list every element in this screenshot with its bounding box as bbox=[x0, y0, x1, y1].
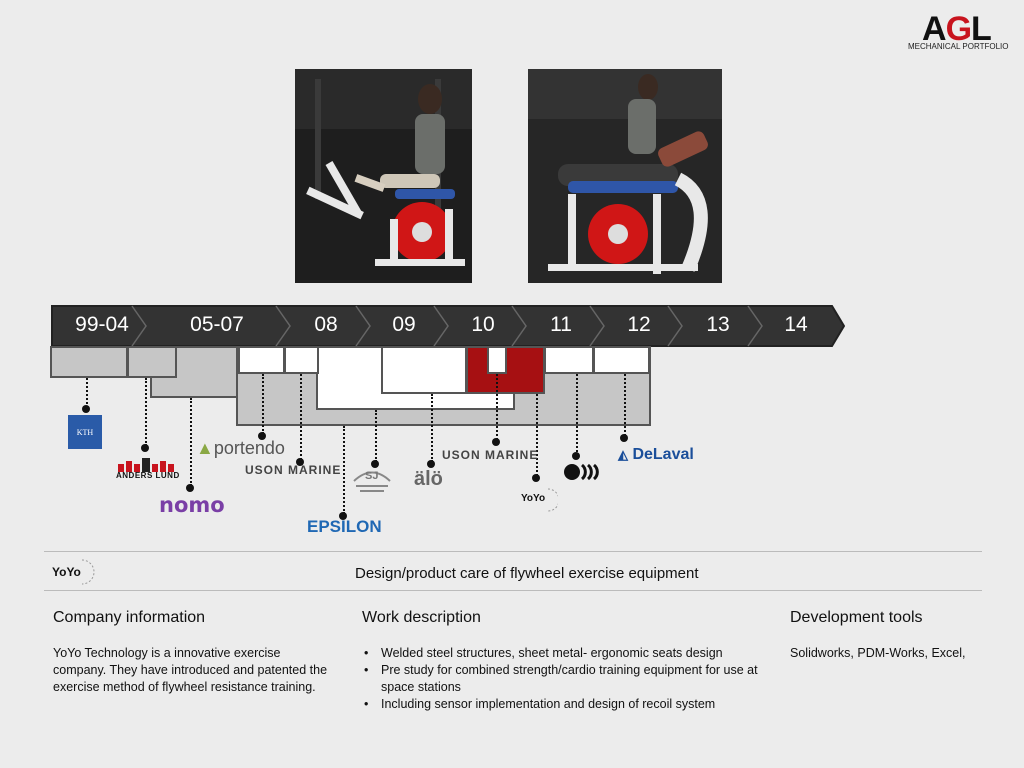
delaval-logo: ◭ DeLaval bbox=[618, 446, 694, 464]
period-box-alo bbox=[381, 346, 467, 394]
year-label-13: 13 bbox=[706, 313, 730, 336]
epsilon-logo: EPSILON bbox=[307, 517, 382, 536]
company-info-text: YoYo Technology is a innovative exercise… bbox=[53, 646, 328, 694]
timeline-bar: 99-04 05-07 08 09 10 11 12 13 14 bbox=[50, 305, 845, 347]
delaval-logo-text: DeLaval bbox=[632, 446, 694, 463]
year-label-05-07: 05-07 bbox=[190, 313, 244, 336]
connector-dot-yoyo bbox=[532, 474, 540, 482]
year-label-09: 09 bbox=[392, 313, 416, 336]
connector-wave bbox=[576, 374, 578, 456]
connector-nomo bbox=[190, 398, 192, 486]
work-description-heading: Work description bbox=[362, 609, 481, 626]
period-box-anders-lund bbox=[127, 346, 177, 378]
portendo-triangle-icon: ▲ bbox=[196, 438, 214, 458]
anders-lund-logo: ANDERS LUND bbox=[116, 458, 179, 484]
agl-logo-mark: AGL bbox=[922, 10, 992, 48]
connector-dot-uson-marine-2 bbox=[492, 438, 500, 446]
year-label-12: 12 bbox=[627, 313, 651, 336]
year-label-08: 08 bbox=[314, 313, 338, 336]
development-tools-text: Solidworks, PDM-Works, Excel, bbox=[790, 646, 966, 660]
connector-uson-marine-2 bbox=[496, 374, 498, 440]
work-description-item: Including sensor implementation and desi… bbox=[362, 696, 782, 713]
connector-anders-lund bbox=[145, 378, 147, 446]
year-label-14: 14 bbox=[784, 313, 808, 336]
divider-top bbox=[44, 551, 982, 552]
uson-marine-logo-1: USON MARINE bbox=[245, 463, 342, 477]
work-description-item: Pre study for combined strength/cardio t… bbox=[362, 662, 782, 696]
connector-dot-epsilon bbox=[339, 512, 347, 520]
photo-leg-extension-machine bbox=[295, 69, 472, 283]
portendo-logo-text: portendo bbox=[213, 438, 285, 458]
connector-dot-anders-lund bbox=[141, 444, 149, 452]
portendo-logo: ▲portendo bbox=[196, 438, 285, 459]
yoyo-logo: YoYo bbox=[50, 557, 96, 587]
period-box-uson-marine-1 bbox=[284, 346, 319, 374]
connector-portendo bbox=[262, 374, 264, 434]
period-box-portendo bbox=[238, 346, 285, 374]
connector-sj bbox=[375, 410, 377, 462]
year-label-99-04: 99-04 bbox=[75, 313, 129, 336]
period-box-uson-marine-2 bbox=[487, 346, 507, 374]
connector-dot-nomo bbox=[186, 484, 194, 492]
yoyo-logo-text: YoYo bbox=[52, 565, 81, 579]
connector-epsilon bbox=[343, 426, 345, 514]
connector-dot-portendo bbox=[258, 432, 266, 440]
yoyo-logo-small: YoYo bbox=[520, 487, 558, 513]
development-tools-heading: Development tools bbox=[790, 609, 923, 626]
connector-delaval bbox=[624, 374, 626, 436]
connector-dot-uson-marine-1 bbox=[296, 458, 304, 466]
agl-logo: AGL MECHANICAL PORTFOLIO bbox=[908, 10, 1020, 56]
work-description-item: Welded steel structures, sheet metal- er… bbox=[362, 645, 782, 662]
project-title: Design/product care of flywheel exercise… bbox=[355, 565, 699, 582]
connector-dot-alo bbox=[427, 460, 435, 468]
connector-uson-marine-1 bbox=[300, 374, 302, 460]
connector-dot-delaval bbox=[620, 434, 628, 442]
year-label-10: 10 bbox=[471, 313, 495, 336]
connector-kth bbox=[86, 378, 88, 408]
connector-dot-kth bbox=[82, 405, 90, 413]
period-box-11 bbox=[544, 346, 594, 374]
sj-logo: SJ bbox=[352, 466, 392, 496]
kth-logo-text: KTH bbox=[76, 427, 94, 437]
nomo-logo: nomo bbox=[159, 493, 225, 517]
delaval-icon: ◭ bbox=[618, 447, 628, 462]
anders-lund-logo-text: ANDERS LUND bbox=[116, 471, 180, 480]
period-box-delaval bbox=[593, 346, 650, 374]
yoyo-logo-small-text: YoYo bbox=[521, 493, 546, 504]
connector-yoyo bbox=[536, 394, 538, 476]
kth-logo: KTH bbox=[68, 415, 102, 449]
photo-leg-curl-machine bbox=[528, 69, 722, 283]
alo-logo: älö bbox=[414, 468, 443, 490]
sj-logo-text: SJ bbox=[365, 470, 379, 482]
uson-marine-logo-2: USON MARINE bbox=[442, 448, 539, 462]
connector-dot-wave bbox=[572, 452, 580, 460]
wave-logo bbox=[563, 462, 603, 482]
connector-dot-sj bbox=[371, 460, 379, 468]
period-box-99-04 bbox=[50, 346, 128, 378]
company-info-heading: Company information bbox=[53, 609, 206, 626]
divider-bottom bbox=[44, 590, 982, 591]
agl-logo-subtitle: MECHANICAL PORTFOLIO bbox=[908, 42, 1009, 51]
work-description-list: Welded steel structures, sheet metal- er… bbox=[362, 645, 782, 713]
year-label-11: 11 bbox=[550, 313, 572, 336]
connector-alo bbox=[431, 394, 433, 462]
